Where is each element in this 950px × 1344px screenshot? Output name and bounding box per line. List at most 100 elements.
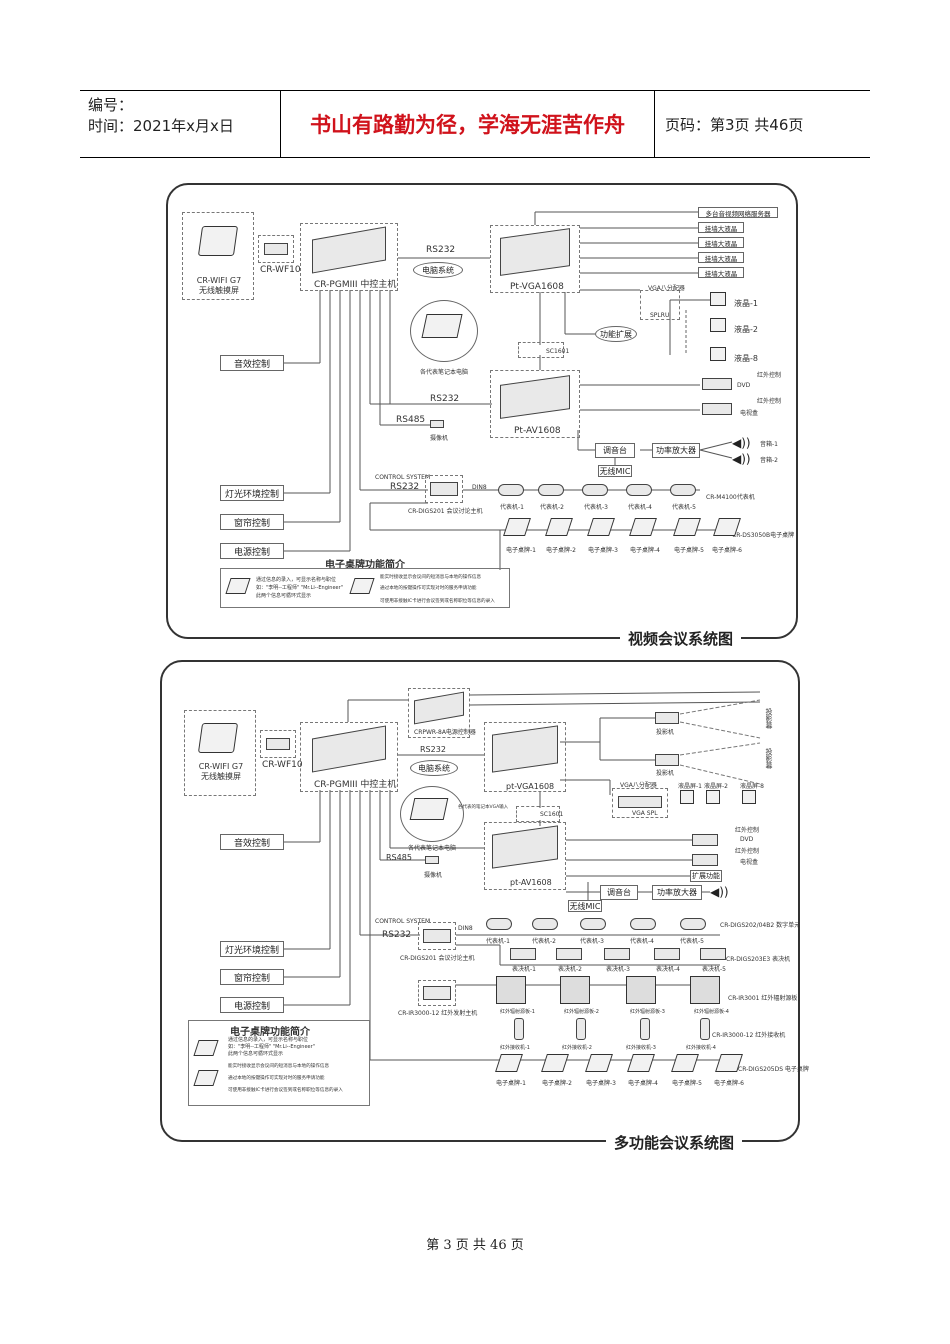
d2-touch-screen-label: CR-WIFI G7 无线触摸屏: [190, 762, 252, 782]
d2-laptop-note: 各代表的笔记本VGA输入: [458, 804, 508, 810]
d2-din-label: DIN8: [458, 925, 473, 932]
d2-lcd-2-label: 液晶屏-2: [704, 781, 728, 790]
d2-wifi-label: CR-WF10: [262, 760, 303, 770]
d2-projector-1: [655, 712, 679, 724]
d2-rs232-low-label: RS232: [382, 930, 411, 940]
d2-conf-host-label: CR-DIGS201 会议讨论主机: [400, 953, 475, 962]
d2-delegate-label-3: 代表机-3: [580, 936, 604, 945]
d2-vote-model: CR-DIGS203E3 表决机: [726, 954, 790, 963]
d2-rs232-top-label: RS232: [420, 745, 446, 754]
d2-conf-host-device: [423, 929, 451, 943]
d2-voter-unit-5: [700, 948, 726, 960]
d2-nameplate-label-2: 电子桌牌-2: [542, 1078, 572, 1087]
d2-radiator-model: CR-IR3001 红外辐射源板: [728, 993, 797, 1002]
d2-delegate-label-5: 代表机-5: [680, 936, 704, 945]
d2-voter-label-2: 表决机-2: [558, 964, 582, 973]
d2-nameplate-label-5: 电子桌牌-5: [672, 1078, 702, 1087]
d2-intro-top-2: 如："李明--工程师" "Mr.Li--Engineer": [228, 1043, 315, 1050]
d2-wifi-router-icon: [266, 738, 290, 750]
d2-voter-label-1: 表决机-1: [512, 964, 536, 973]
d2-ctrl-lighting: 灯光环境控制: [220, 941, 284, 957]
d2-pc-system-oval: 电脑系统: [410, 760, 458, 776]
d2-nameplate-label-4: 电子桌牌-4: [628, 1078, 658, 1087]
d2-nameplate-label-1: 电子桌牌-1: [496, 1078, 526, 1087]
d2-radiator-3: [626, 976, 656, 1004]
d2-rs485-label: RS485: [386, 853, 412, 862]
d2-camera-label: 摄像机: [424, 870, 442, 879]
d2-voter-unit-1: [510, 948, 536, 960]
d2-voter-unit-4: [654, 948, 680, 960]
d2-laptop-label: 各代表笔记本电脑: [408, 843, 456, 852]
d2-projector-1-label: 投影机: [656, 727, 674, 736]
d2-delegate-label-2: 代表机-2: [532, 936, 556, 945]
d2-vga-switch-label: SC1601: [540, 811, 563, 818]
d2-receiver-3: [640, 1018, 650, 1040]
d2-intro-top-3: 此两个信息可循环式显示: [228, 1050, 283, 1057]
d2-delegate-label-4: 代表机-4: [630, 936, 654, 945]
d2-ir2-label: 红外控制: [735, 846, 759, 855]
d2-radiator-label-1: 红外辐射源板-1: [500, 1008, 535, 1015]
d2-ctrl-audio: 音效控制: [220, 834, 284, 850]
d2-receiver-4: [700, 1018, 710, 1040]
d2-receiver-1: [514, 1018, 524, 1040]
d2-ctrl-power: 电源控制: [220, 997, 284, 1013]
d2-lcd-1-label: 液晶屏-1: [678, 781, 702, 790]
d2-nameplate-label-3: 电子桌牌-3: [586, 1078, 616, 1087]
d2-intro-top-1: 通过信息的录入，可显示名称与职位: [228, 1036, 308, 1043]
d2-function-ext-box: 扩展功能: [690, 870, 722, 882]
d2-dvd-device: [692, 834, 718, 846]
d2-proj-screen-2: 投影幕: [764, 748, 774, 769]
d2-intro-bottom-3: 可使用非接触IC卡进行会议签到或名称职位等信息的录入: [228, 1087, 343, 1093]
d2-speaker-icon: ◀)): [710, 885, 729, 899]
d2-mixer-box: 调音台: [600, 885, 638, 900]
d2-touch-screen-icon: [198, 723, 238, 753]
d2-lcd-1-icon: [680, 790, 694, 804]
d2-radiator-2: [560, 976, 590, 1004]
d2-tv-label: 电视盒: [740, 857, 758, 866]
d2-splitter-box-label: VGA SPL: [632, 810, 658, 817]
d2-lcd-2-icon: [706, 790, 720, 804]
d2-tv-device: [692, 854, 718, 866]
diagram2-title: 多功能会议系统图: [606, 1132, 742, 1153]
d2-host-label: CR-PGMIII 中控主机: [314, 777, 396, 790]
d2-delegate-model: CR-DIGS202/04B2 数字单元: [720, 920, 800, 929]
d2-voter-unit-2: [556, 948, 582, 960]
d2-voter-label-3: 表决机-3: [606, 964, 630, 973]
d2-camera-icon: [425, 856, 439, 864]
d2-delegate-unit-4: [630, 918, 656, 930]
d2-intro-bottom-2: 通过本地的按键操作可实现对时的服务申请功能: [228, 1075, 324, 1081]
d2-receiver-2: [576, 1018, 586, 1040]
d2-receiver-label-2: 红外接收机-2: [562, 1044, 592, 1051]
d2-dvd-label: DVD: [740, 836, 753, 843]
d2-ir-host-label: CR-IR3000-12 红外发射主机: [398, 1008, 477, 1017]
d2-vga-matrix-label: pt-VGA1608: [506, 782, 554, 791]
d2-lcd-8-icon: [742, 790, 756, 804]
d2-splitter-device: [618, 796, 662, 808]
d2-ir1-label: 红外控制: [735, 825, 759, 834]
d2-radiator-label-3: 红外辐射源板-3: [630, 1008, 665, 1015]
d2-power-ctrl-label: CRPWR-8A电源控制器: [414, 727, 476, 736]
d2-voter-label-5: 表决机-5: [702, 964, 726, 973]
d2-delegate-unit-2: [532, 918, 558, 930]
d2-delegate-unit-3: [580, 918, 606, 930]
d2-delegate-unit-1: [486, 918, 512, 930]
d2-nameplate-label-6: 电子桌牌-6: [714, 1078, 744, 1087]
d2-receiver-label-3: 红外接收机-3: [626, 1044, 656, 1051]
d2-ir-host-device: [423, 986, 451, 1000]
d2-projector-2: [655, 754, 679, 766]
page-footer: 第 3 页 共 46 页: [0, 1234, 950, 1253]
d2-nameplate-model: CR-DIGS205DS 电子桌牌: [738, 1064, 809, 1073]
d2-voter-label-4: 表决机-4: [656, 964, 680, 973]
d2-radiator-4: [690, 976, 720, 1004]
d2-receiver-label-1: 红外接收机-1: [500, 1044, 530, 1051]
d2-radiator-label-2: 红外辐射源板-2: [564, 1008, 599, 1015]
d2-delegate-label-1: 代表机-1: [486, 936, 510, 945]
d2-intro-bottom-1: 能实时接收显示会议间的短消息与本地的操作信息: [228, 1063, 329, 1069]
d2-receiver-model: CR-IR3000-12 红外接收机: [712, 1030, 785, 1039]
d2-laptop-icon: [410, 798, 449, 820]
d2-receiver-label-4: 红外接收机-4: [686, 1044, 716, 1051]
d2-lcd-8-label: 液晶屏-8: [740, 781, 764, 790]
d2-amp-box: 功率放大器: [652, 885, 702, 900]
d2-delegate-unit-5: [680, 918, 706, 930]
